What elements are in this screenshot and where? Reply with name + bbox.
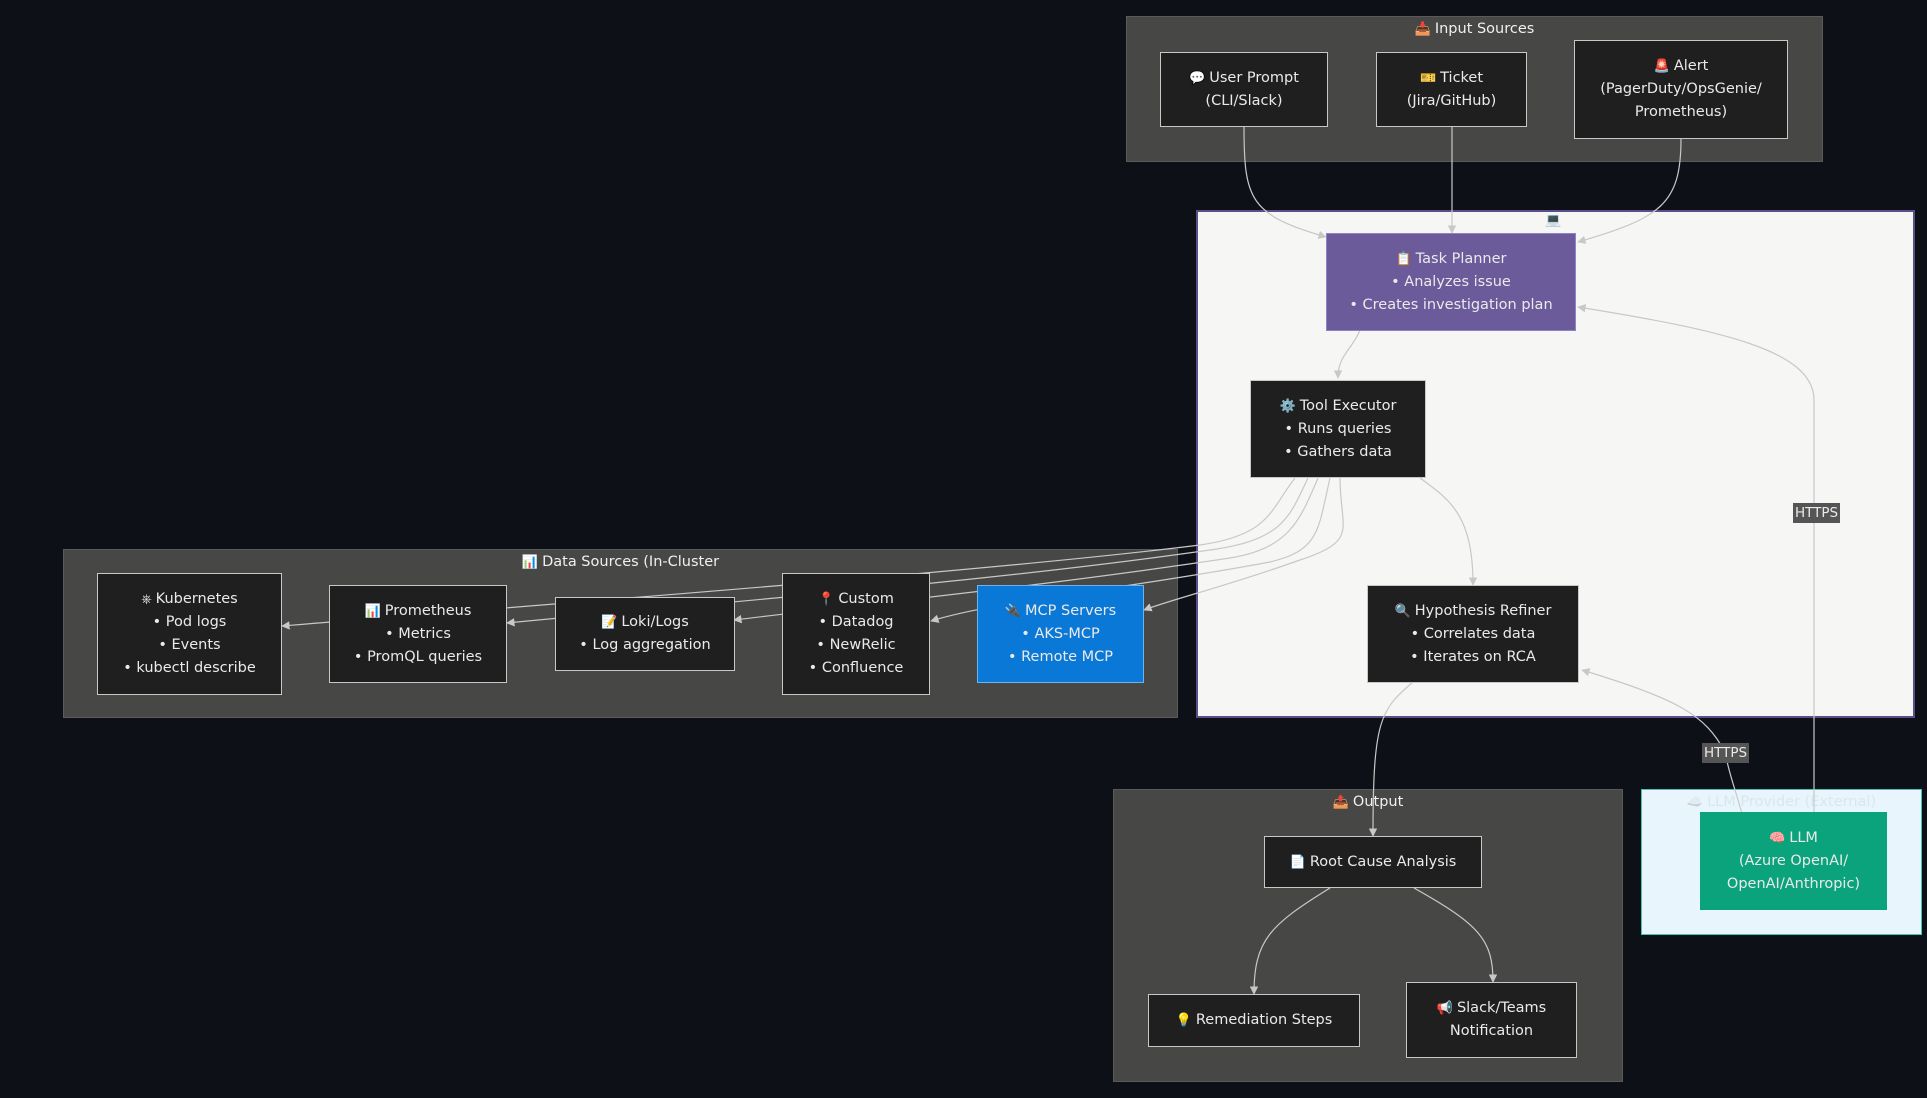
task-planner-node[interactable]: 📋Task Planner • Analyzes issue • Creates…: [1326, 233, 1576, 331]
prometheus-node[interactable]: 📊Prometheus • Metrics • PromQL queries: [329, 585, 507, 683]
document-icon: 📄: [1289, 854, 1306, 870]
llm-node[interactable]: 🧠LLM (Azure OpenAI/ OpenAI/Anthropic): [1700, 812, 1887, 910]
computer-icon: 💻: [1545, 213, 1562, 228]
edge-prompt-planner: [1243, 126, 1327, 239]
edge-alert-planner: [1577, 138, 1682, 244]
tool-executor-node[interactable]: ⚙️Tool Executor • Runs queries • Gathers…: [1250, 380, 1426, 478]
https-label-hypothesis-llm: HTTPS: [1702, 743, 1750, 763]
inbox-icon: 📥: [1414, 22, 1431, 37]
remediation-steps-node[interactable]: 💡Remediation Steps: [1148, 994, 1360, 1047]
custom-node[interactable]: 📍Custom • Datadog • NewRelic • Confluenc…: [782, 573, 930, 695]
edge-rca-slack: [1413, 887, 1498, 983]
input-sources-title: 📥Input Sources: [1414, 21, 1535, 37]
ticket-node[interactable]: 🎫Ticket (Jira/GitHub): [1376, 52, 1527, 127]
ticket-icon: 🎫: [1419, 70, 1437, 86]
edge-executor-mcp: [1143, 477, 1344, 612]
edge-planner-llm: [1577, 304, 1818, 839]
edge-hypothesis-rca: [1368, 681, 1414, 837]
pin-icon: 📍: [818, 592, 835, 607]
root-cause-analysis-node[interactable]: 📄Root Cause Analysis: [1264, 836, 1482, 888]
user-prompt-node[interactable]: 💬User Prompt (CLI/Slack): [1160, 52, 1328, 127]
siren-icon: 🚨: [1653, 59, 1670, 74]
output-title: 📤Output: [1332, 794, 1404, 810]
slack-teams-node[interactable]: 📢Slack/Teams Notification: [1406, 982, 1577, 1058]
memo-icon: 📝: [601, 615, 618, 630]
https-label-planner-llm: HTTPS: [1793, 503, 1841, 523]
magnifier-icon: 🔍: [1394, 603, 1411, 619]
bar-chart-icon: 📊: [521, 555, 539, 570]
plug-icon: 🔌: [1004, 603, 1022, 619]
speech-bubble-icon: 💬: [1189, 70, 1206, 86]
bar-chart-icon: 📊: [364, 603, 381, 619]
edge-planner-executor: [1333, 329, 1361, 379]
alert-node[interactable]: 🚨Alert (PagerDuty/OpsGenie/ Prometheus): [1574, 40, 1788, 139]
clipboard-icon: 📋: [1395, 251, 1412, 267]
data-sources-title: 📊Data Sources (In-Cluster: [521, 554, 720, 570]
brain-icon: 🧠: [1769, 830, 1786, 846]
agent-group-title: 💻: [1198, 212, 1913, 228]
kubernetes-node[interactable]: ⎈Kubernetes • Pod logs • Events • kubect…: [97, 573, 282, 695]
loki-logs-node[interactable]: 📝Loki/Logs • Log aggregation: [555, 597, 735, 671]
outbox-icon: 📤: [1332, 795, 1349, 810]
hypothesis-refiner-node[interactable]: 🔍Hypothesis Refiner • Correlates data • …: [1367, 585, 1579, 683]
edge-rca-remediation: [1249, 887, 1331, 995]
megaphone-icon: 📢: [1436, 1001, 1453, 1016]
lightbulb-icon: 💡: [1175, 1013, 1192, 1028]
mcp-servers-node[interactable]: 🔌MCP Servers • AKS-MCP • Remote MCP: [977, 585, 1144, 683]
gear-icon: ⚙️: [1279, 398, 1296, 414]
helm-wheel-icon: ⎈: [141, 592, 152, 607]
edge-executor-hypothesis: [1419, 477, 1478, 586]
